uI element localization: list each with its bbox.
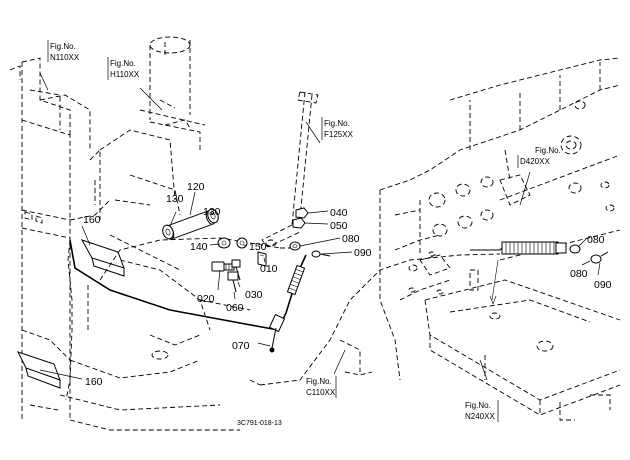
- callout-120: 120: [187, 181, 205, 193]
- callout-030: 030: [245, 289, 263, 301]
- callout-150: 150: [249, 241, 267, 253]
- clip-010: [257, 251, 267, 267]
- callout-160-upper: 160: [83, 214, 101, 226]
- callout-070: 070: [232, 340, 250, 352]
- right-linkage: [470, 241, 609, 305]
- figure-ref-n110-line2: N110XX: [50, 53, 80, 62]
- nut-040: [295, 207, 309, 219]
- callouts: 120 130 130 140 150 160 160 010 020 030 …: [83, 181, 612, 388]
- figure-ref-h110-line2: H110XX: [110, 70, 140, 79]
- callout-090-right: 090: [594, 279, 612, 291]
- control-cable: [69, 239, 307, 353]
- bushing-130-left: [162, 224, 174, 240]
- left-frame-assembly: [9, 36, 251, 431]
- figure-ref-f125: Fig.No. F125XX: [321, 117, 354, 140]
- pedal-lower: [17, 351, 61, 389]
- callout-090-left: 090: [354, 247, 372, 259]
- washer-080-left: [289, 241, 301, 251]
- callout-020: 020: [197, 293, 215, 305]
- callout-130-right: 130: [203, 206, 221, 218]
- drawing-code: 3C791-018-13: [237, 420, 282, 427]
- pedal-upper: [80, 239, 125, 277]
- figure-ref-d420-line1: Fig.No.: [535, 146, 561, 155]
- figure-ref-h110: Fig.No. H110XX: [107, 57, 140, 80]
- washer-140: [217, 237, 231, 249]
- callout-160-lower: 160: [85, 376, 103, 388]
- callout-080-left: 080: [342, 233, 360, 245]
- transmission-housing: [379, 57, 621, 381]
- figure-ref-n240: Fig.No. N240XX: [465, 400, 499, 422]
- figure-ref-n110: Fig.No. N110XX: [47, 40, 80, 62]
- figure-ref-c110: Fig.No. C110XX: [306, 376, 337, 398]
- pin-090-left: [311, 250, 331, 258]
- base-plate: [339, 279, 621, 421]
- callout-130-left: 130: [166, 193, 184, 205]
- callout-040: 040: [330, 207, 348, 219]
- callout-140: 140: [190, 241, 208, 253]
- bolt-060: [227, 271, 239, 293]
- figure-ref-n110-line1: Fig.No.: [50, 42, 76, 51]
- figure-ref-d420: Fig.No. D420XX: [517, 146, 561, 168]
- callout-080-right-bottom: 080: [570, 268, 588, 280]
- callout-080-right-top: 080: [587, 234, 605, 246]
- figure-ref-c110-line2: C110XX: [306, 388, 336, 397]
- figure-ref-n240-line1: Fig.No.: [465, 401, 491, 410]
- figure-ref-n240-line2: N240XX: [465, 412, 495, 421]
- figure-ref-h110-line1: Fig.No.: [110, 59, 136, 68]
- washer-150: [236, 237, 248, 249]
- figure-ref-f125-line1: Fig.No.: [324, 119, 350, 128]
- bolt-020: [211, 261, 235, 272]
- nut-050: [292, 217, 306, 229]
- callout-050: 050: [330, 220, 348, 232]
- shift-lever: [261, 91, 319, 248]
- figure-ref-f125-line2: F125XX: [324, 130, 354, 139]
- leader-lines: [39, 72, 601, 381]
- callout-060: 060: [226, 302, 244, 314]
- figure-ref-d420-line2: D420XX: [520, 157, 550, 166]
- callout-010: 010: [260, 263, 278, 275]
- figure-ref-c110-line1: Fig.No.: [306, 377, 332, 386]
